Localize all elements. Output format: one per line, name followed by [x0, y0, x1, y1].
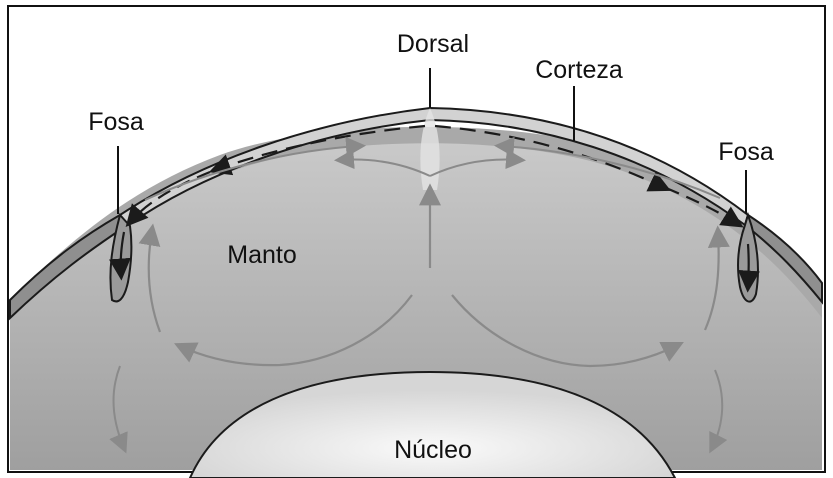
- label-fosa-right: Fosa: [718, 138, 774, 166]
- label-nucleo: Núcleo: [394, 436, 472, 464]
- label-manto: Manto: [227, 241, 296, 269]
- label-corteza: Corteza: [535, 56, 623, 84]
- label-dorsal: Dorsal: [397, 30, 469, 58]
- label-fosa-left: Fosa: [88, 108, 144, 136]
- right-subduction-arrow: [748, 244, 749, 286]
